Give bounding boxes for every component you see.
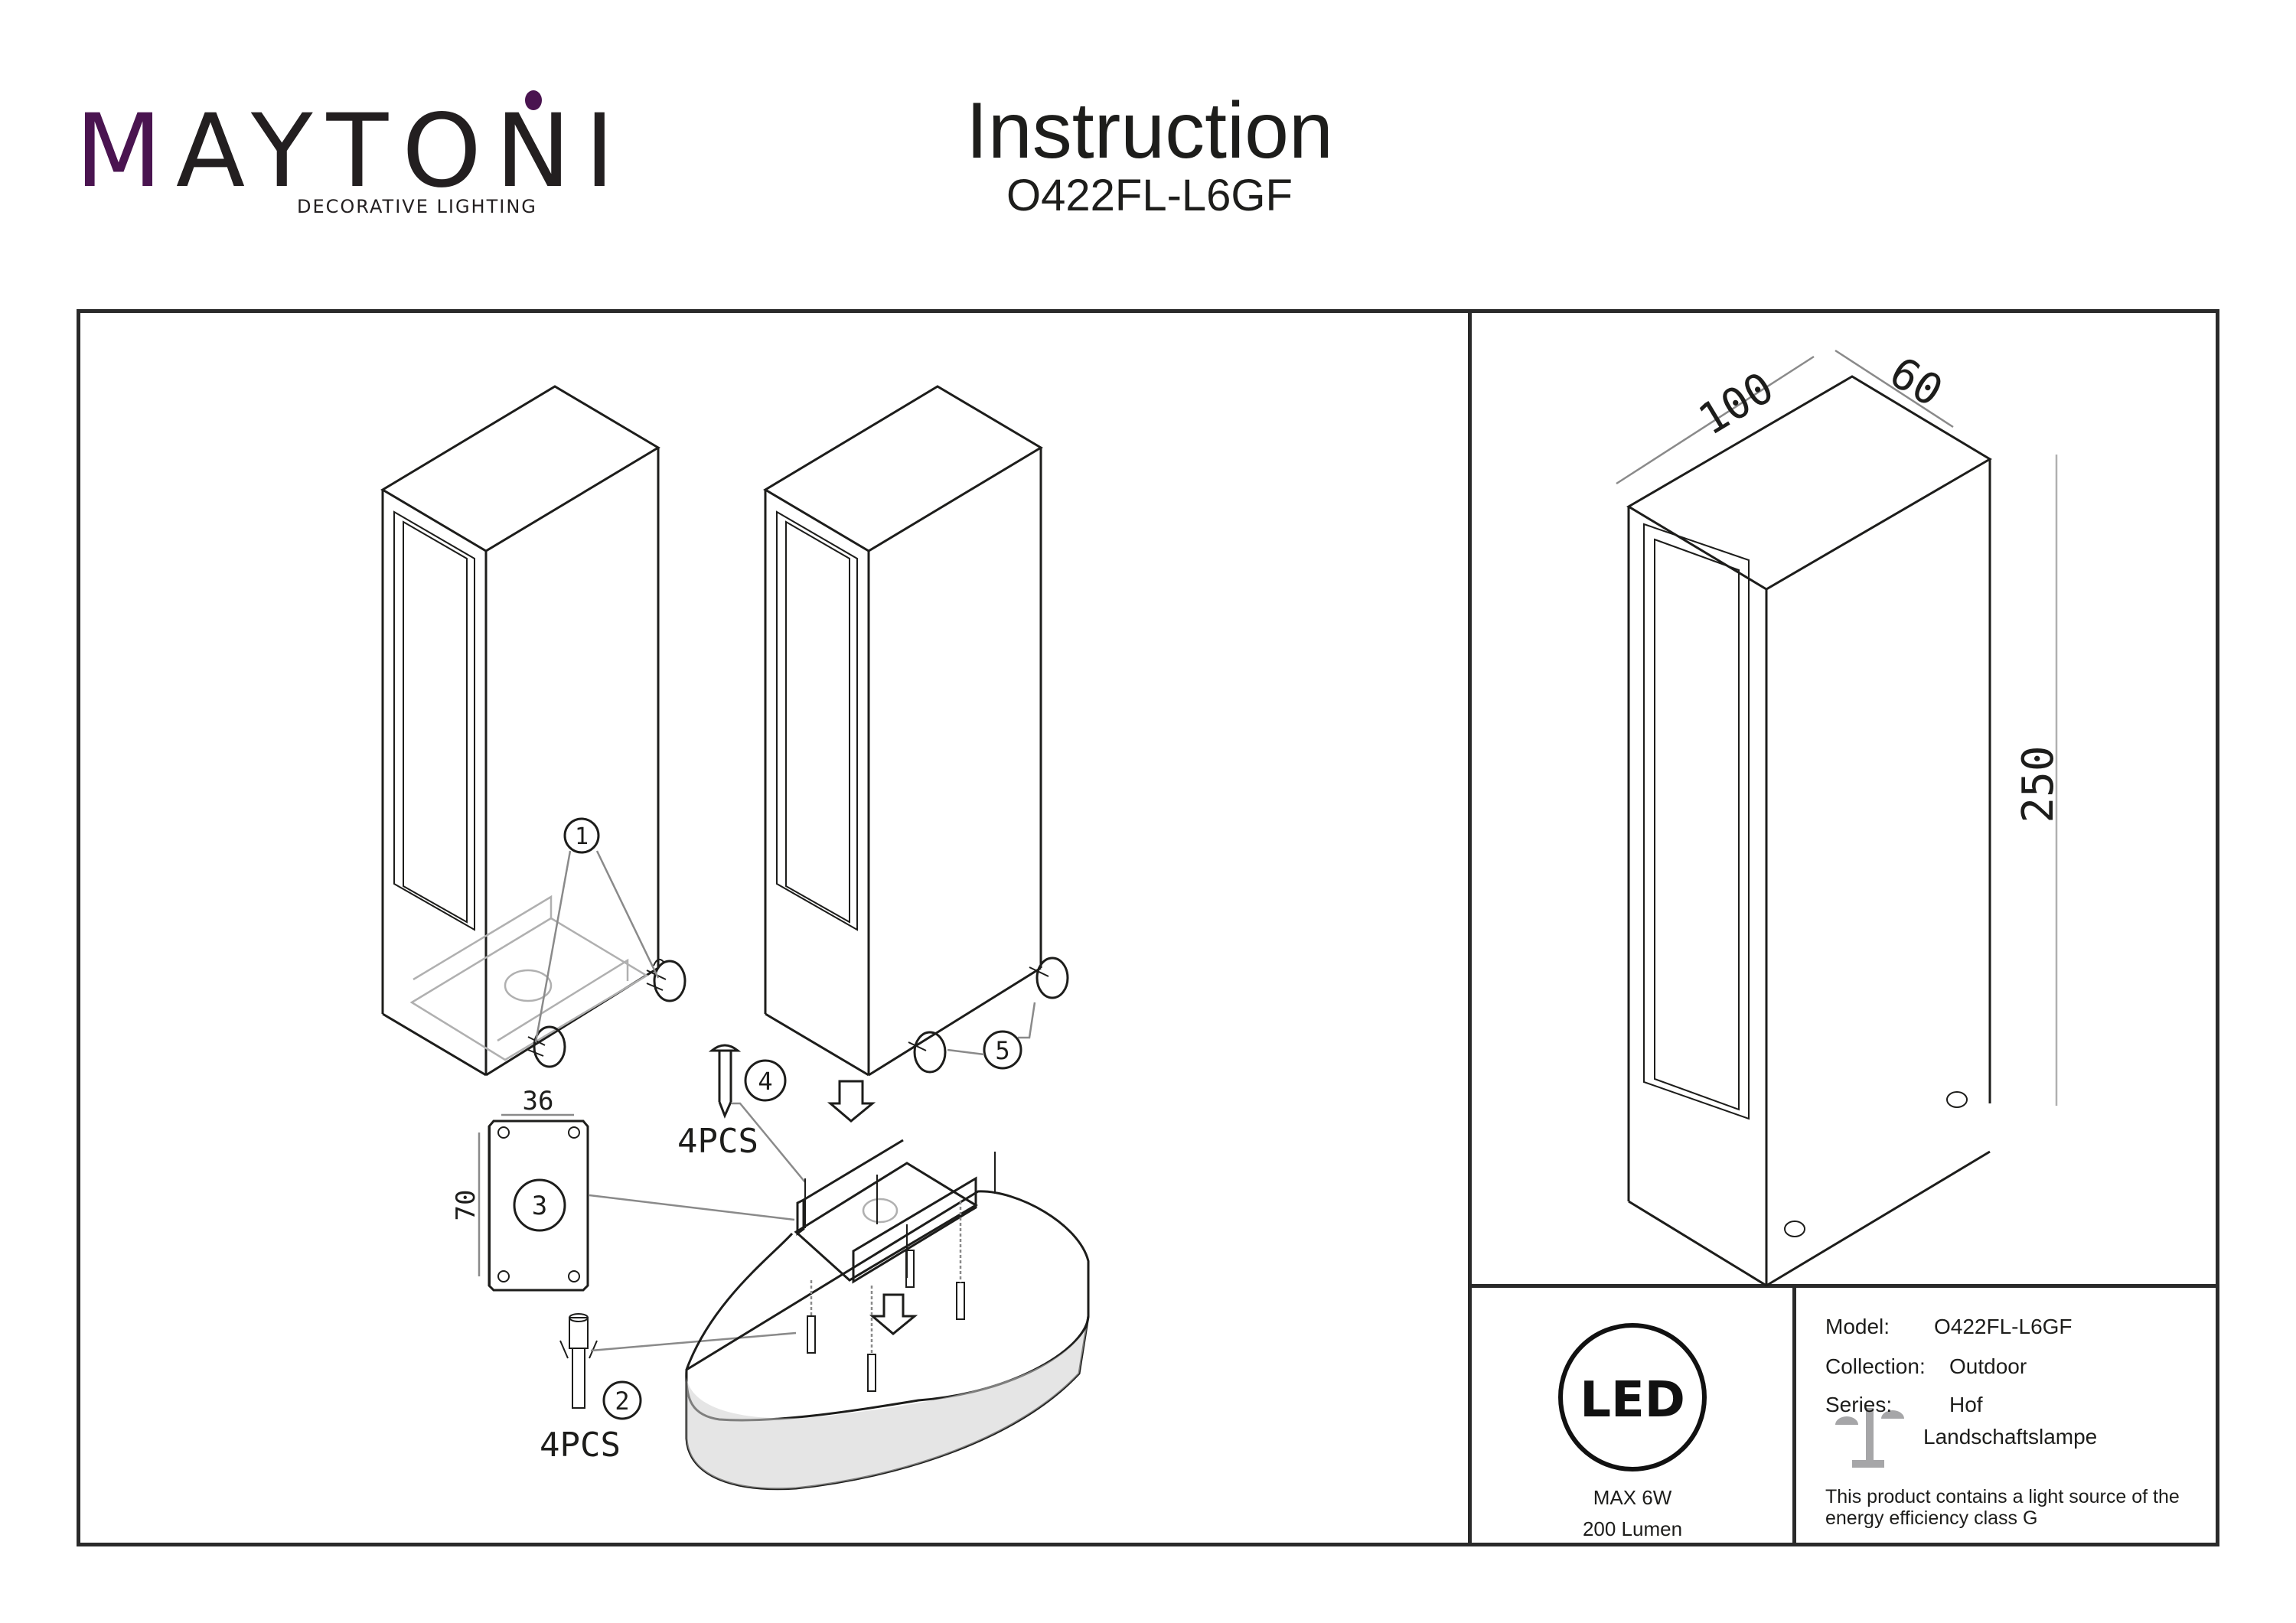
- screw-5a: [1029, 957, 1069, 999]
- ground-slab: [685, 1190, 1090, 1491]
- energy-note-line-1: This product contains a light source of …: [1825, 1486, 2180, 1507]
- spec-label-collection: Collection:: [1825, 1354, 1926, 1378]
- wood-screw-icon: [708, 1044, 742, 1119]
- frame-divider-horizontal: [1468, 1284, 2219, 1288]
- svg-text:1: 1: [575, 823, 589, 850]
- down-arrow-icon: [827, 1080, 876, 1123]
- svg-text:5: 5: [995, 1036, 1009, 1065]
- callout-4: 4 4PCS: [677, 1059, 806, 1183]
- screw-5b: [908, 1031, 947, 1074]
- callout-1: 1: [534, 817, 660, 1043]
- mount-plate-drawing: 3 36 70: [451, 1086, 795, 1292]
- luminous-flux: 200 Lumen: [1582, 1517, 1683, 1540]
- dimension-height: 250: [2014, 455, 2063, 1106]
- model-code-heading: O422FL-L6GF: [1006, 171, 1293, 220]
- led-icon: LED: [1558, 1323, 1707, 1471]
- callout-5: 5: [947, 1002, 1036, 1070]
- page-title: Instruction: [966, 86, 1333, 175]
- svg-text:100: 100: [1691, 363, 1782, 445]
- product-category: Landschaftslampe: [1923, 1425, 2098, 1449]
- spec-label-model: Model:: [1825, 1315, 1890, 1338]
- landscape-lamp-icon: [1835, 1408, 1904, 1468]
- frame-divider-vertical: [1468, 309, 1472, 1546]
- lamp-body-right: [763, 385, 1043, 1077]
- down-arrow-icon: [869, 1293, 918, 1335]
- svg-text:4PCS: 4PCS: [540, 1426, 621, 1465]
- lamp-dimension-view: [1626, 375, 1992, 1287]
- power-rating: MAX 6W: [1593, 1486, 1672, 1509]
- drawing-frame: [77, 309, 2219, 1546]
- svg-text:3: 3: [532, 1191, 547, 1221]
- mounting-bracket-ghost: [409, 895, 649, 1061]
- svg-text:60: 60: [1881, 347, 1951, 416]
- logo-dot: [525, 90, 542, 110]
- energy-note-line-2: energy efficiency class G: [1825, 1507, 2038, 1529]
- spec-label-series: Series:: [1825, 1393, 1893, 1416]
- screw-1b: [527, 1025, 566, 1068]
- svg-text:70: 70: [451, 1190, 481, 1221]
- svg-text:36: 36: [523, 1086, 554, 1116]
- svg-text:4PCS: 4PCS: [677, 1122, 758, 1161]
- brand-tagline: DECORATIVE LIGHTING: [297, 196, 537, 217]
- svg-text:LED: LED: [1580, 1372, 1685, 1429]
- dimension-length: 100: [1616, 355, 1815, 485]
- wall-plug-installed: [807, 1201, 965, 1392]
- brand-logo: MAYTONI: [75, 93, 628, 210]
- callout-2: 2 4PCS: [540, 1331, 797, 1465]
- mounting-bracket: [794, 1139, 996, 1284]
- spec-divider: [1792, 1284, 1796, 1546]
- svg-text:4: 4: [758, 1067, 772, 1096]
- brand-name-rest: AYTONI: [175, 93, 628, 210]
- spec-value-model: O422FL-L6GF: [1934, 1315, 2073, 1338]
- spec-value-series: Hof: [1949, 1393, 1983, 1416]
- svg-text:2: 2: [615, 1387, 629, 1416]
- dimension-width: 60: [1835, 347, 1954, 429]
- spec-value-collection: Outdoor: [1949, 1354, 2027, 1378]
- wall-plug-icon: [559, 1313, 598, 1409]
- svg-text:250: 250: [2014, 745, 2063, 823]
